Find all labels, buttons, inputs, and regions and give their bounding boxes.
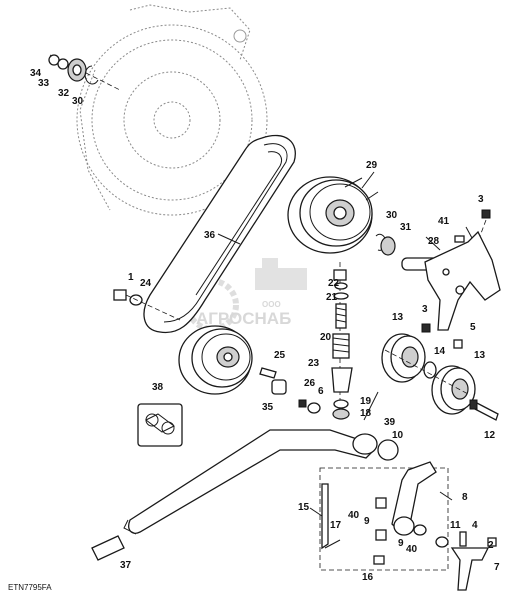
upper-pulley-29 — [287, 176, 379, 254]
lower-pulley — [178, 325, 253, 395]
callout-15: 15 — [298, 502, 310, 513]
parts-1-24 — [113, 289, 181, 321]
callout-32: 32 — [58, 88, 70, 99]
callout-22: 22 — [328, 278, 340, 289]
tension-arm-39 — [123, 429, 399, 535]
callout-3-b: 3 — [422, 304, 428, 315]
watermark-small-text: ООО — [262, 300, 281, 309]
watermark-brand-text: АГРОСНАБ — [196, 309, 291, 328]
callout-20: 20 — [320, 332, 332, 343]
callout-8: 8 — [462, 492, 468, 503]
bracket-28 — [401, 209, 501, 331]
tensioner-stack — [298, 262, 353, 420]
callout-14: 14 — [434, 346, 446, 357]
drive-belt-36 — [143, 134, 296, 334]
callout-33: 33 — [38, 78, 50, 89]
callout-5: 5 — [470, 322, 476, 333]
callout-13-b: 13 — [474, 350, 486, 361]
callout-7: 7 — [494, 562, 500, 573]
callout-10: 10 — [392, 430, 404, 441]
callout-37: 37 — [120, 560, 132, 571]
callout-35: 35 — [262, 402, 274, 413]
handle-grip-37 — [91, 535, 125, 561]
leader-lines — [217, 171, 473, 517]
callout-19: 19 — [360, 396, 372, 407]
callout-16: 16 — [362, 572, 374, 583]
watermark-logo: ООО АГРОСНАБ — [185, 258, 307, 332]
callout-40-a: 40 — [348, 510, 360, 521]
callout-4: 4 — [472, 520, 478, 531]
callout-21: 21 — [326, 292, 338, 303]
bracket-bottom-right — [450, 531, 497, 591]
callout-30-b: 30 — [386, 210, 398, 221]
callout-9-a: 9 — [364, 516, 370, 527]
callout-11: 11 — [450, 520, 461, 531]
callout-9-b: 9 — [398, 538, 404, 549]
callout-18: 18 — [360, 408, 372, 419]
parts-34-33-32-30 — [48, 54, 121, 91]
idler-pulley-13-upper — [381, 333, 426, 383]
parts-30-31-upper — [375, 233, 396, 256]
belt-routing-icon-38 — [137, 403, 183, 447]
callout-30-a: 30 — [72, 96, 84, 107]
lever-assembly — [373, 461, 449, 565]
callout-labels: 34 33 32 30 29 3 30 41 31 36 28 1 24 22 … — [30, 68, 500, 583]
callout-3-a: 3 — [478, 194, 484, 205]
callout-26: 26 — [304, 378, 316, 389]
callout-29: 29 — [366, 160, 378, 171]
flywheel-ghost — [76, 4, 268, 216]
callout-38: 38 — [152, 382, 164, 393]
callout-40-b: 40 — [406, 544, 418, 555]
parts-25-35 — [259, 367, 287, 395]
callout-17: 17 — [330, 520, 342, 531]
callout-13-a: 13 — [392, 312, 404, 323]
callout-34: 34 — [30, 68, 42, 79]
callout-6: 6 — [318, 386, 324, 397]
figure-code: ETN7795FA — [8, 583, 52, 592]
callout-2: 2 — [488, 540, 494, 551]
callout-24: 24 — [140, 278, 152, 289]
callout-31: 31 — [400, 222, 412, 233]
parts-3-5-14-12 — [384, 323, 499, 421]
callout-39: 39 — [384, 417, 396, 428]
detail-box-8 — [319, 467, 449, 571]
callout-25: 25 — [274, 350, 286, 361]
callout-12: 12 — [484, 430, 496, 441]
idler-pulley-13-lower — [431, 365, 476, 415]
callout-28: 28 — [428, 236, 440, 247]
callout-1: 1 — [128, 272, 134, 283]
callout-36: 36 — [204, 230, 216, 241]
callout-23: 23 — [308, 358, 320, 369]
rod-15 — [321, 483, 341, 550]
callout-41: 41 — [438, 216, 450, 227]
